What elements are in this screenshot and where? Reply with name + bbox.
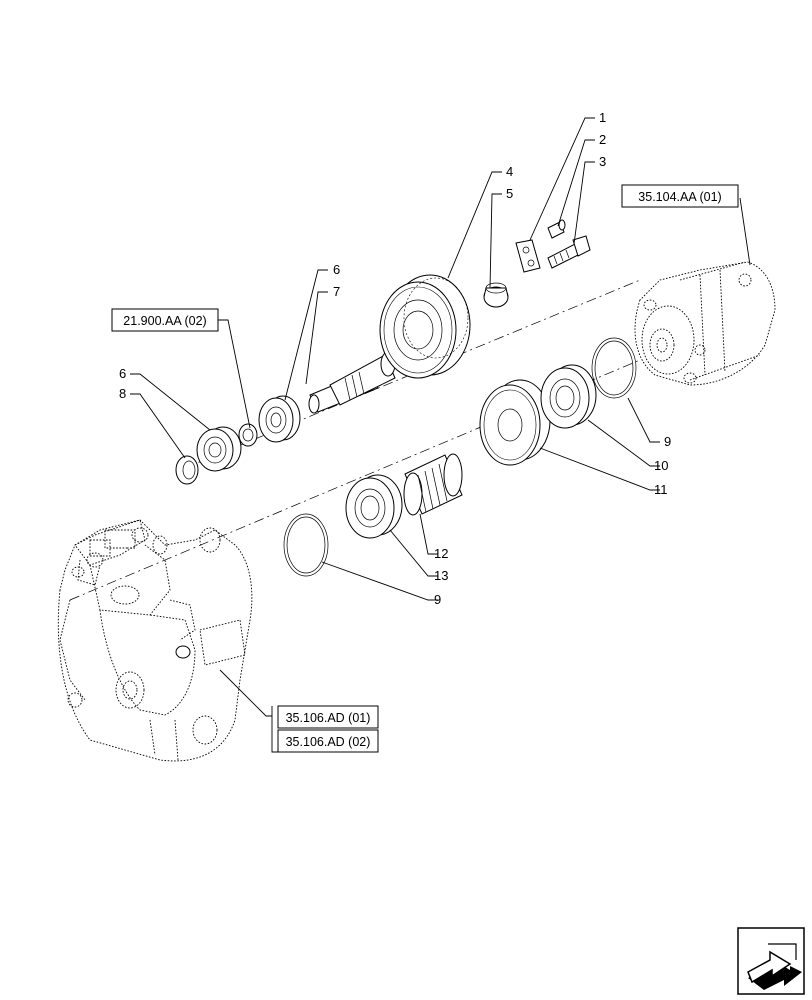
reference-motor-label: 35.104.AA (01) — [638, 190, 721, 204]
part-number-labels: 1 2 3 4 5 6 7 6 8 9 10 11 12 13 9 — [119, 110, 671, 607]
part-number-12: 12 — [434, 546, 448, 561]
leader-lines — [130, 117, 751, 753]
part-number-3: 3 — [599, 154, 606, 169]
reference-box-pump-02[interactable]: 35.106.AD (02) — [277, 729, 379, 753]
part-number-5: 5 — [506, 186, 513, 201]
bearing-13 — [345, 474, 403, 539]
reference-box-bearing[interactable]: 21.900.AA (02) — [111, 308, 219, 332]
part-number-1: 1 — [599, 110, 606, 125]
bushing-5 — [483, 282, 509, 308]
bearing-10 — [540, 364, 597, 429]
part-number-11: 11 — [654, 482, 668, 497]
bearing-cage — [238, 423, 258, 447]
snap-ring-9-upper — [591, 337, 637, 399]
part-number-2: 2 — [599, 132, 606, 147]
gear-4 — [379, 274, 471, 379]
bolt-2 — [547, 219, 566, 239]
reference-bearing-label: 21.900.AA (02) — [123, 314, 206, 328]
lock-plate-1 — [515, 239, 541, 273]
part-number-13: 13 — [434, 568, 448, 583]
next-page-arrow-icon[interactable] — [737, 927, 805, 995]
part-number-7: 7 — [333, 284, 340, 299]
part-number-4: 4 — [506, 164, 513, 179]
snap-ring-8 — [175, 455, 199, 485]
reference-box-motor[interactable]: 35.104.AA (01) — [621, 184, 739, 208]
hydraulic-motor-assembly — [634, 261, 776, 386]
snap-ring-9-lower — [283, 513, 329, 577]
part-number-6-left: 6 — [119, 366, 126, 381]
reference-box-pump-01[interactable]: 35.106.AD (01) — [277, 705, 379, 729]
reference-pump-02-label: 35.106.AD (02) — [286, 735, 371, 749]
splined-coupling-12 — [403, 453, 463, 516]
part-number-9-upper: 9 — [664, 434, 671, 449]
part-number-8: 8 — [119, 386, 126, 401]
bearing-6-left — [196, 426, 242, 472]
gear-11 — [479, 379, 551, 466]
bolt-3 — [547, 235, 591, 269]
part-number-10: 10 — [654, 458, 668, 473]
reference-pump-01-label: 35.106.AD (01) — [286, 711, 371, 725]
bearing-6-right — [258, 395, 301, 443]
hydraulic-pump-assembly — [57, 519, 253, 762]
part-number-9-lower: 9 — [434, 592, 441, 607]
part-number-6-upper: 6 — [333, 262, 340, 277]
